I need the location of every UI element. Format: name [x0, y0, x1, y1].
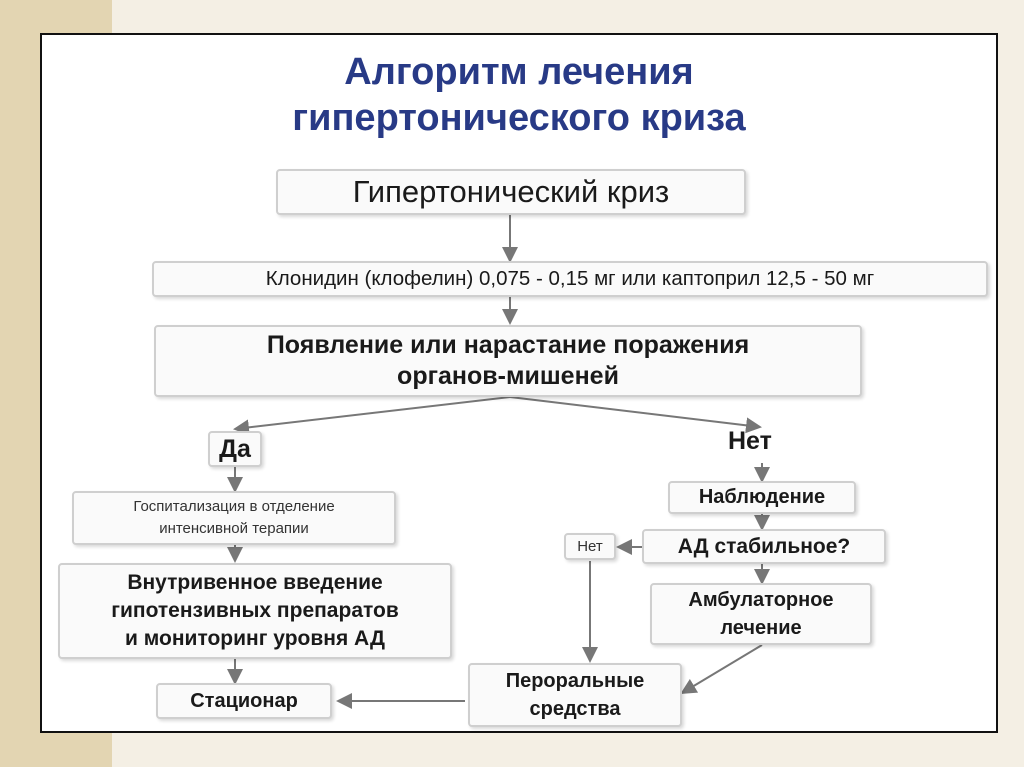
node-hypertensive-crisis: Гипертонический криз	[276, 169, 746, 215]
node-drugs: Клонидин (клофелин) 0,075 - 0,15 мг или …	[152, 261, 988, 297]
node-yes-text: Да	[219, 434, 251, 463]
node-iv-line-2: гипотензивных препаратов	[111, 599, 399, 622]
node-oral-agents: Пероральные средства	[468, 663, 682, 727]
node-damage-line-1: Появление или нарастание поражения	[266, 331, 750, 359]
node-observation-text: Наблюдение	[698, 486, 826, 508]
node-ambulatory: Амбулаторное лечение	[650, 583, 872, 645]
node-hospitalization-line-1: Госпитализация в отделение	[133, 498, 335, 515]
connector-lines	[227, 215, 770, 709]
node-iv-line-3: и мониторинг уровня АД	[125, 627, 385, 650]
node-hypertensive-crisis-text: Гипертонический криз	[352, 174, 670, 209]
node-no-text: Нет	[728, 427, 772, 455]
node-ambulatory-line-2: лечение	[720, 617, 802, 639]
node-target-organ-damage: Появление или нарастание поражения орган…	[154, 325, 862, 397]
node-no-small: Нет	[564, 533, 616, 560]
node-iv-administration: Внутривенное введение гипотензивных преп…	[58, 563, 452, 659]
title-line-1: Алгоритм лечения	[344, 51, 694, 93]
node-hospitalization-line-2: интенсивной терапии	[159, 520, 309, 537]
node-stationary-text: Стационар	[190, 689, 298, 712]
node-oral-line-1: Пероральные	[505, 670, 645, 692]
node-drugs-text: Клонидин (клофелин) 0,075 - 0,15 мг или …	[265, 267, 875, 290]
node-oral-line-2: средства	[529, 698, 621, 720]
slide: Алгоритм лечения гипертонического криза …	[40, 33, 998, 733]
node-no: Нет	[728, 427, 772, 456]
diagram-title: Алгоритм лечения гипертонического криза	[42, 49, 996, 141]
node-no-small-text: Нет	[577, 538, 603, 555]
node-yes: Да	[208, 431, 262, 467]
node-damage-line-2: органов-мишеней	[397, 362, 619, 390]
title-line-2: гипертонического криза	[292, 97, 746, 139]
node-hospitalization: Госпитализация в отделение интенсивной т…	[72, 491, 396, 545]
node-observation: Наблюдение	[668, 481, 856, 514]
node-bp-stable: АД стабильное?	[642, 529, 886, 564]
node-bp-stable-text: АД стабильное?	[677, 534, 851, 558]
node-stationary: Стационар	[156, 683, 332, 719]
node-iv-line-1: Внутривенное введение	[127, 571, 383, 594]
node-ambulatory-line-1: Амбулаторное	[688, 589, 834, 611]
